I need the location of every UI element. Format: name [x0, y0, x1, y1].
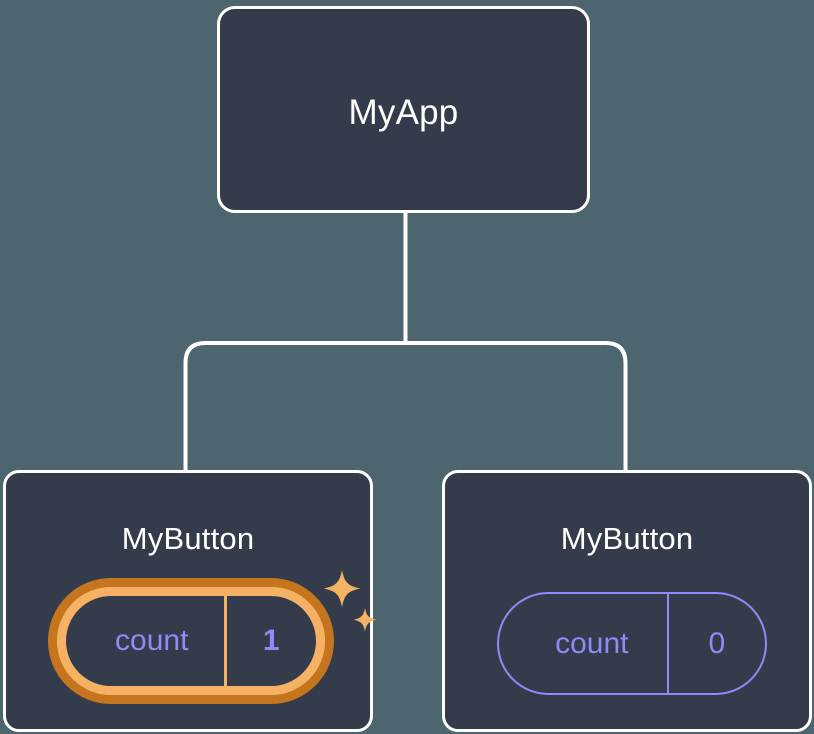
node-card-child-0[interactable]: MyButton count 1 — [3, 470, 377, 732]
sparkle-small-icon — [353, 608, 377, 632]
state-key-child-0: count — [115, 624, 189, 657]
node-title-root: MyApp — [348, 93, 459, 132]
node-title-child-1: MyButton — [560, 521, 694, 556]
node-card-child-1[interactable]: MyButton count 0 — [442, 470, 812, 732]
node-card-root[interactable]: MyApp — [217, 6, 590, 213]
state-key-child-1: count — [555, 626, 629, 660]
node-title-child-0: MyButton — [121, 521, 255, 556]
connector-branch-bar — [183, 341, 628, 480]
state-pill-inner-child-0: count 1 — [57, 587, 325, 695]
state-value-child-1: 0 — [666, 594, 765, 693]
state-pill-child-0[interactable]: count 1 — [48, 578, 334, 704]
sparkle-spacer — [341, 592, 344, 599]
state-pill-child-1[interactable]: count 0 — [497, 592, 767, 695]
state-value-child-0: 1 — [223, 596, 317, 686]
sparkle-large-icon — [323, 570, 361, 607]
